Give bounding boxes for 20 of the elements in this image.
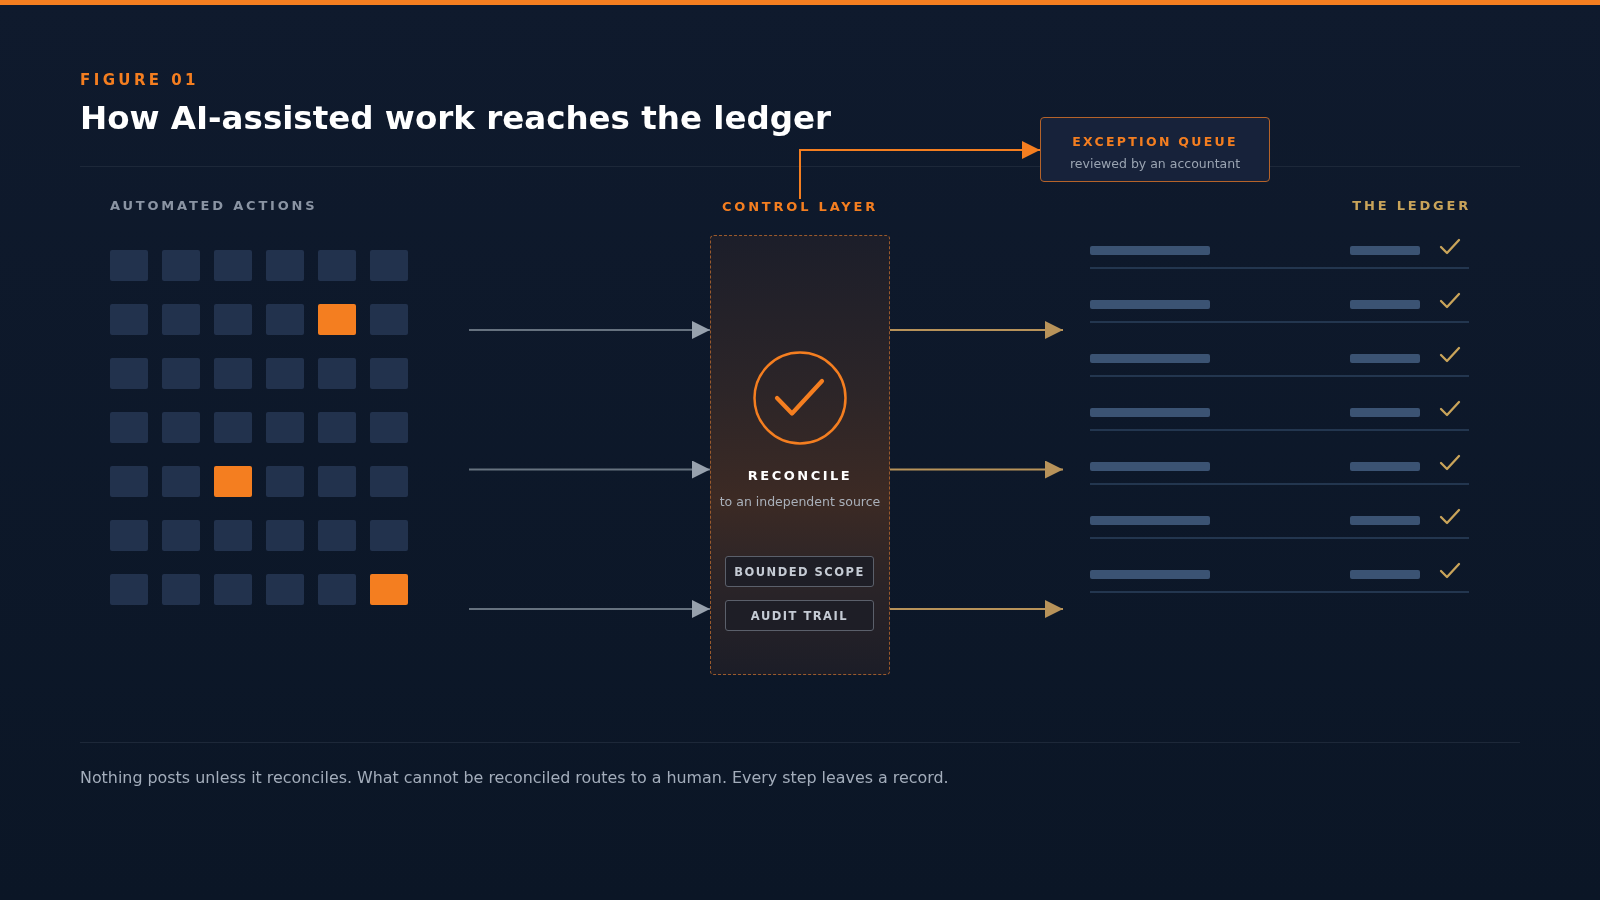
card-title: EXCEPTION QUEUE [1071,134,1239,150]
arrow [889,321,1064,339]
column-heading: CONTROL LAYER [721,199,879,215]
step-title: RECONCILE [746,467,854,484]
title: How AI-assisted work reaches the ledger [80,98,832,138]
arrow [889,460,1064,479]
arrow [889,600,1064,618]
arrow [799,141,1041,200]
queue-card [1040,117,1270,182]
caption: Nothing posts unless it reconciles. What cannot be reconciled routes to a human. Every step leaves a record. [80,768,950,788]
arrow [468,600,711,618]
step-subtitle: to an independent source [718,494,882,510]
control-tag: AUDIT TRAIL [725,600,874,631]
column-heading: THE LEDGER [1352,198,1471,214]
arrow [468,321,711,339]
figure-number: FIGURE 01 [80,71,199,89]
arrow [468,460,711,479]
card-subtitle: reviewed by an accountant [1068,156,1242,172]
control-tag: BOUNDED SCOPE [725,556,874,587]
column-heading: AUTOMATED ACTIONS [110,198,318,214]
